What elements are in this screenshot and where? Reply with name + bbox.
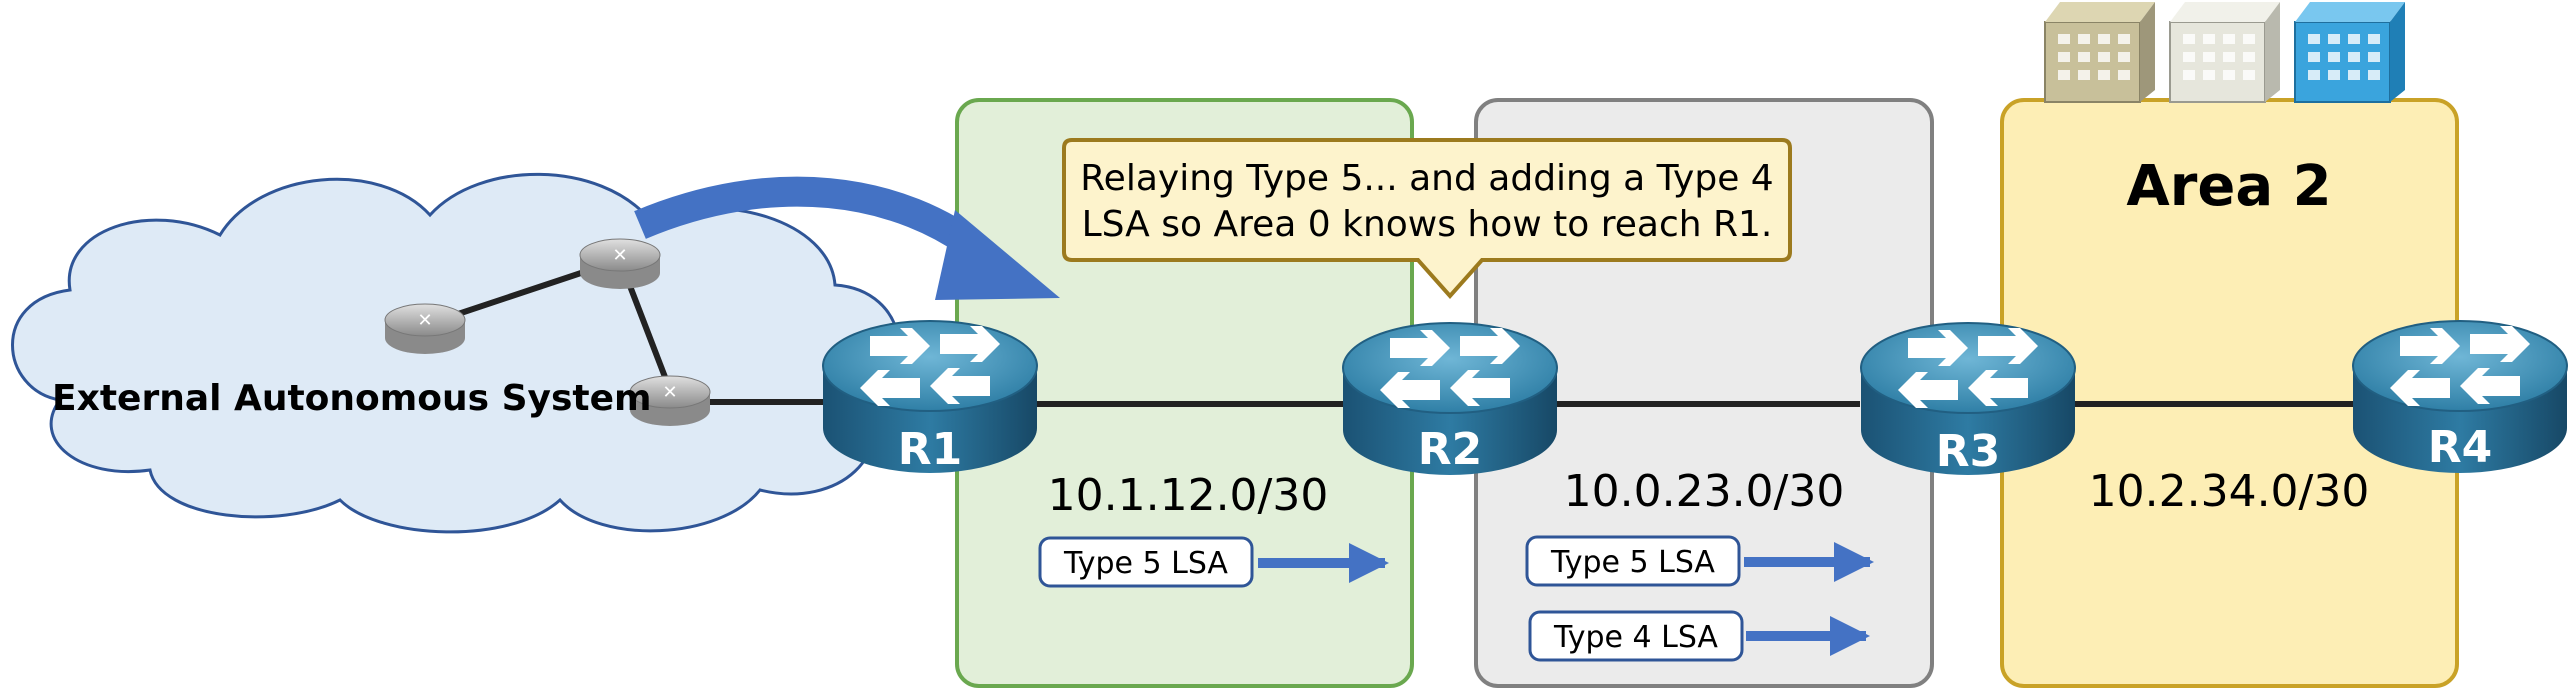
svg-text:✕: ✕	[662, 382, 677, 403]
router-r2-label: R2	[1418, 424, 1483, 475]
svg-text:✕: ✕	[417, 310, 432, 331]
callout-line-1: Relaying Type 5... and adding a Type 4	[1080, 158, 1773, 199]
lsa-area0-type5: Type 5 LSA	[1525, 535, 1874, 587]
router-r4: R4	[2352, 320, 2568, 473]
router-r4-label: R4	[2428, 422, 2493, 473]
lsa-area1-type5: Type 5 LSA	[1038, 536, 1389, 588]
external-as-label: External Autonomous System	[52, 378, 652, 419]
lsa-area0-type4: Type 4 LSA	[1528, 610, 1870, 662]
subnet-r2-r3: 10.0.23.0/30	[1564, 466, 1845, 517]
buildings-icon	[2044, 2, 2405, 103]
lsa-label: Type 5 LSA	[1550, 545, 1715, 580]
external-router-icon: ✕	[629, 375, 711, 426]
svg-text:✕: ✕	[612, 245, 627, 266]
callout: Relaying Type 5... and adding a Type 4 L…	[1062, 138, 1792, 300]
external-router-icon: ✕	[384, 303, 466, 354]
external-as-cloud	[11, 172, 901, 534]
callout-line-2: LSA so Area 0 knows how to reach R1.	[1082, 204, 1773, 245]
area-2-label: Area 2	[2126, 154, 2331, 219]
router-r3-label: R3	[1936, 426, 2001, 477]
router-r1: R1	[822, 320, 1038, 475]
lsa-label: Type 4 LSA	[1553, 620, 1718, 655]
redistribution-arrow	[634, 176, 1060, 300]
router-r1-label: R1	[898, 424, 963, 475]
subnet-r3-r4: 10.2.34.0/30	[2089, 466, 2370, 517]
router-r3: R3	[1860, 322, 2076, 477]
subnet-r1-r2: 10.1.12.0/30	[1048, 470, 1329, 521]
router-r2: R2	[1342, 322, 1558, 475]
external-router-icon: ✕	[579, 238, 661, 289]
lsa-label: Type 5 LSA	[1063, 546, 1228, 581]
